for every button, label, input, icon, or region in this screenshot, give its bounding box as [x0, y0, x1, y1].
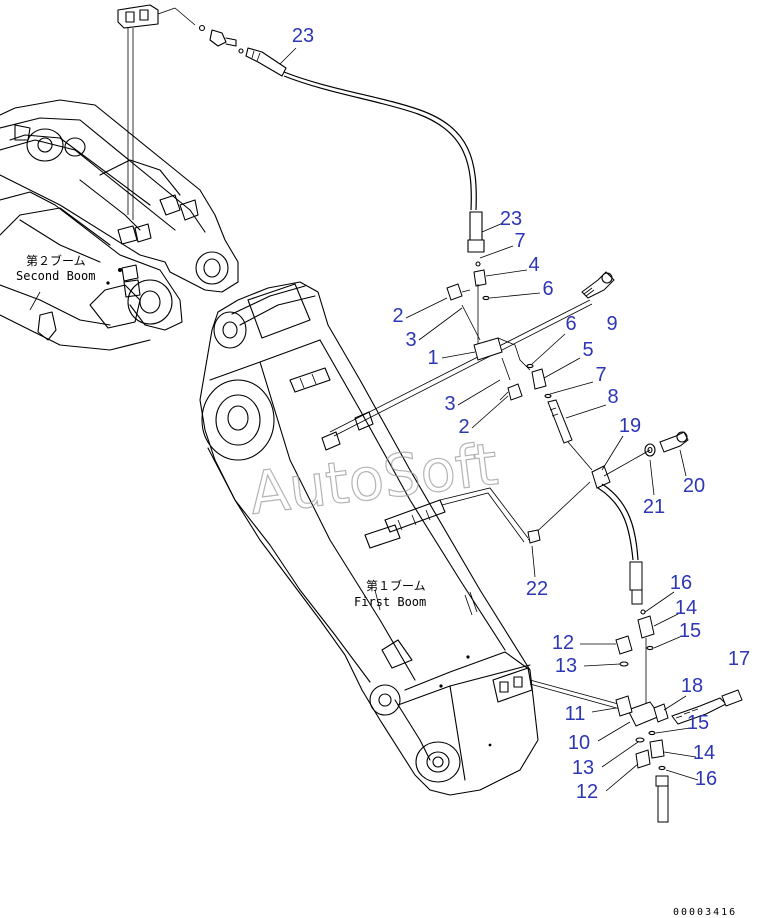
second-boom-label-en: Second Boom — [16, 269, 95, 283]
part-number-21: 21 — [643, 496, 665, 518]
part-number-14: 14 — [675, 597, 697, 619]
part-number-15: 15 — [687, 712, 709, 734]
part-number-13: 13 — [555, 655, 577, 677]
part-number-22: 22 — [526, 578, 548, 600]
part-number-16: 16 — [695, 768, 717, 790]
part-number-12: 12 — [576, 781, 598, 803]
part-number-10: 10 — [568, 732, 590, 754]
part-number-23: 23 — [500, 208, 522, 230]
part-number-12: 12 — [552, 632, 574, 654]
part-number-16: 16 — [670, 572, 692, 594]
mid-fitting-group — [527, 431, 689, 605]
drawing-number: 00003416 — [673, 907, 737, 918]
part-number-4: 4 — [528, 254, 539, 276]
part-number-18: 18 — [681, 675, 703, 697]
lower-fitting-group — [615, 609, 743, 823]
part-number-2: 2 — [458, 416, 469, 438]
part-number-7: 7 — [595, 364, 606, 386]
part-number-14: 14 — [693, 742, 715, 764]
first-boom — [199, 281, 539, 796]
part-number-3: 3 — [405, 329, 416, 351]
part-number-15: 15 — [679, 620, 701, 642]
part-number-13: 13 — [572, 757, 594, 779]
first-boom-label-en: First Boom — [354, 595, 426, 609]
part-number-2: 2 — [392, 305, 403, 327]
upper-fitting-stack — [446, 261, 615, 471]
part-number-9: 9 — [606, 313, 617, 335]
part-number-5: 5 — [582, 339, 593, 361]
boom-piping — [329, 299, 623, 710]
part-number-7: 7 — [514, 230, 525, 252]
part-number-3: 3 — [444, 393, 455, 415]
second-boom — [0, 99, 239, 351]
part-number-6: 6 — [542, 278, 553, 300]
part-number-1: 1 — [427, 347, 438, 369]
second-boom-label-jp: 第２ブーム — [26, 253, 86, 268]
part-number-11: 11 — [565, 703, 586, 725]
part-number-8: 8 — [607, 386, 618, 408]
part-number-17: 17 — [728, 648, 750, 670]
top-bracket-assembly — [117, 4, 485, 253]
part-number-19: 19 — [619, 415, 641, 437]
watermark: AutoSoft — [246, 430, 502, 528]
callout-leaders — [279, 47, 699, 792]
part-number-23: 23 — [292, 25, 314, 47]
part-number-6: 6 — [565, 313, 576, 335]
part-number-20: 20 — [683, 475, 705, 497]
first-boom-label-jp: 第１ブーム — [366, 578, 426, 593]
